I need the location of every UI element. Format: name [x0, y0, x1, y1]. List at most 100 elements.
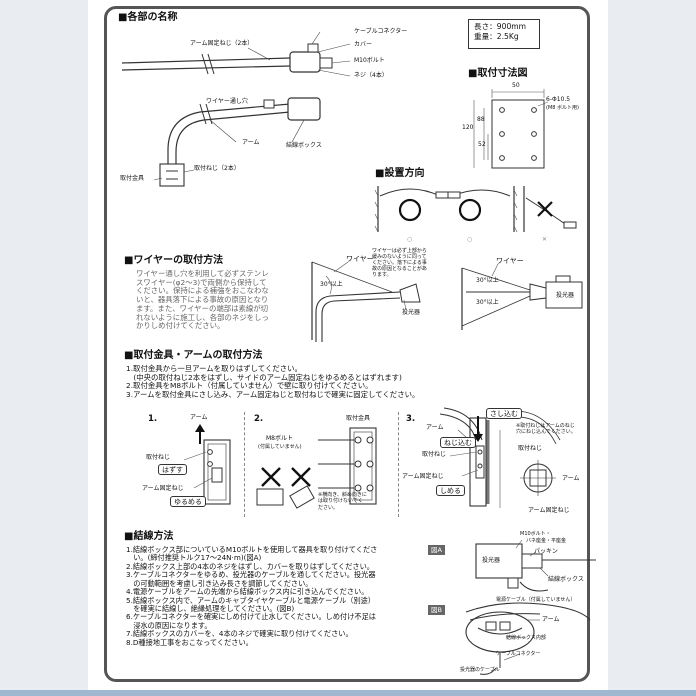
figB-projector-cable: 投光器のケーブル — [460, 667, 500, 673]
fig3-arm-fix-screw: アーム固定ねじ — [402, 473, 444, 480]
install-direction-mark: ○ — [407, 236, 413, 243]
fig2-note-line: ※横向き、斜め向きに — [318, 492, 367, 498]
install-direction-heading: ■設置方向 — [375, 168, 425, 179]
fig1-arm: アーム — [190, 414, 208, 421]
wire-fig-note-line: 緩みのないように同って — [372, 254, 427, 260]
fig3-insert-tag: さし込む — [486, 408, 522, 419]
label-mount-bracket: 取付金具 — [120, 175, 145, 182]
fig3-arm: アーム — [426, 424, 444, 431]
figB-power-cable: 電源ケーブル（付属していません） — [496, 597, 576, 603]
fig2-not-included: (付属していません) — [258, 444, 302, 450]
label-arm: アーム — [242, 139, 260, 146]
fig2-wire-label: ワイヤー — [496, 257, 524, 265]
fig1-loosen-tag: ゆるめる — [170, 496, 206, 507]
dim-88: 88 — [477, 116, 485, 123]
install-direction-mark: ✕ — [542, 236, 548, 243]
wire-mount-body-line: ます。また、ワイヤーの端部は素線が切 — [136, 303, 269, 313]
wiring-step-line: 7.結線ボックスのカバーを、4本のネジで確実に取り付けてください。 — [126, 629, 353, 639]
figB-box-inside: 結線ボックス内部 — [506, 635, 546, 641]
mount-dims-heading: ■取付寸法図 — [468, 68, 528, 79]
figA-projector: 投光器 — [482, 557, 501, 564]
fig3-note: ※取付ねじはアームのねじ穴にねじ込んでください。 — [516, 423, 576, 436]
fig2-bracket: 取付金具 — [346, 415, 371, 422]
label-cable-connector: ケーブルコネクター — [354, 28, 408, 35]
wire-fig-note-line: ワイヤーは必ず上部から — [372, 248, 427, 254]
spec-box: 長さ：900mm 重量：2.5Kg — [468, 19, 540, 49]
fig3-mount-screw-2: 取付ねじ — [518, 445, 543, 452]
spec-length: 長さ：900mm — [474, 22, 527, 31]
wire-mount-body: ワイヤー通し穴を利用して必ずステンレスワイヤー(φ2～3)で両側から保持してくだ… — [136, 269, 269, 331]
fig1-num: 1. — [148, 414, 158, 424]
wiring-steps: 1.結線ボックス部についているM10ボルトを使用して器具を取り付けてくださ い。… — [126, 545, 378, 647]
fig3-note-line: ※取付ねじはアームのねじ — [516, 423, 575, 429]
label-junction-box: 結線ボックス — [286, 142, 322, 149]
fig2-num: 2. — [254, 414, 264, 424]
fig2-angle-bottom: 30°以上 — [476, 299, 499, 306]
figB-arm: アーム — [542, 616, 560, 623]
fig1-remove-tag: はずす — [158, 464, 187, 475]
wiring-step-line: 3.ケーブルコネクターをゆるめ、投光器のケーブルを通してください。投光器 — [126, 570, 376, 580]
fig2-note-line: ださい。 — [318, 504, 339, 511]
fig2-projector: 投光器 — [556, 292, 575, 299]
fig3-note-line: 穴にねじ込んでください。 — [516, 429, 576, 436]
fig2-angle-top: 30°以上 — [476, 277, 499, 284]
wiring-step-line: 6.ケーブルコネクターを確実にしめ付けて止水してください。しめ付け不足は — [126, 612, 376, 622]
spec-weight: 重量：2.5Kg — [474, 32, 519, 42]
wiring-step-line: 1.結線ボックス部についているM10ボルトを使用して器具を取り付けてくださ — [126, 545, 378, 554]
figB-connector: ケーブルコネクター — [496, 651, 541, 657]
footer-bar — [0, 690, 696, 696]
wiring-step-line: 2.結線ボックス上部の4本のネジをはずし、カバーを取りはずしてください。 — [126, 561, 374, 571]
label-arm-fix-screw: アーム固定ねじ（2本） — [190, 40, 254, 47]
install-direction-mark: ○ — [467, 236, 473, 243]
wire-fig-note: ワイヤーは必ず上部から緩みのないように同ってください。落下による事故の原因となる… — [372, 248, 427, 278]
dim-120: 120 — [462, 124, 474, 131]
wire-mount-body-line: ください。保持による補強をおこなわな — [136, 286, 269, 296]
label-cover: カバー — [354, 41, 373, 48]
wiring-step-line: 4.電源ケーブルをアームの先端から結線ボックス内に引き込んでください。 — [126, 587, 369, 597]
figA-m10-2: バネ座金・平座金 — [526, 538, 567, 544]
dim-holes: 6-Φ10.5 — [546, 96, 571, 103]
fig1-arm-fix-screw: アーム固定ねじ — [142, 485, 184, 492]
dim-52: 52 — [478, 141, 486, 148]
label-mount-screw: 取付ねじ（2本） — [194, 165, 240, 172]
wiring-step-line: 5.結線ボックス内で、アームのキャブタイヤケーブルと電源ケーブル（別途） — [126, 595, 376, 605]
wiring-heading: ■結線方法 — [124, 531, 174, 542]
fig-wire-label: ワイヤー — [346, 255, 374, 263]
wire-mount-body-line: かりしめ付けてください。 — [136, 321, 225, 331]
wire-mount-heading: ■ワイヤーの取付方法 — [124, 255, 224, 266]
fig2-m8-bolt: M8ボルト — [266, 435, 293, 442]
wiring-step-line: い。(締付推奨トルク17～24N·m)(図A) — [126, 553, 262, 563]
wire-fig-note-line: ください。落下による事 — [372, 260, 427, 266]
fig3-arm-fix-screw-2: アーム固定ねじ — [528, 507, 570, 514]
wiring-step-line: 8.D種接地工事をおこなってください。 — [126, 637, 253, 647]
wire-mount-body-line: いと、器具落下による事故の原因となり — [136, 295, 269, 305]
fig2-note: ※横向き、斜め向きには取り付けないでください。 — [318, 492, 367, 511]
fig3-tighten-tag: しめる — [436, 485, 465, 496]
figA-packing: パッキン — [534, 548, 558, 555]
bracket-mount-heading: ■取付金具・アームの取付方法 — [124, 350, 263, 361]
fig-angle: 30°以上 — [320, 281, 343, 288]
bracket-step-line: 2.取付金具をM8ボルト（付属していません）で壁に取り付けてください。 — [126, 381, 373, 391]
bracket-step-line: 1.取付金具から一旦アームを取りはずしてください。 — [126, 364, 302, 373]
label-m10-bolt: M10ボルト — [354, 57, 385, 64]
figA-box: 結線ボックス — [548, 576, 584, 583]
fig-divider-2 — [398, 412, 399, 517]
fig3-tighten-screw-tag: ねじ込む — [440, 437, 476, 448]
wiring-step-line: 浸水の原因になります。 — [126, 620, 212, 630]
fig3-mount-screw: 取付ねじ — [422, 451, 447, 458]
bracket-step-line: (中央の取付ねじ2本をはずし、サイドのアーム固定ねじをゆるめるとはずれます) — [126, 372, 402, 382]
fig-divider-1 — [244, 412, 245, 517]
bracket-mount-steps: 1.取付金具から一旦アームを取りはずしてください。 (中央の取付ねじ2本をはずし… — [126, 364, 419, 400]
wire-fig-note-line: ります。 — [372, 272, 392, 278]
figA-m10: M10ボルト・ — [520, 531, 551, 537]
figA-label: 図A — [428, 545, 445, 555]
fig-projector: 投光器 — [402, 309, 421, 316]
wire-mount-body-line: スワイヤー(φ2～3)で両側から保持して — [136, 277, 267, 287]
figB-label: 図B — [428, 605, 445, 615]
label-wire-hole: ワイヤー通し穴 — [206, 98, 248, 105]
